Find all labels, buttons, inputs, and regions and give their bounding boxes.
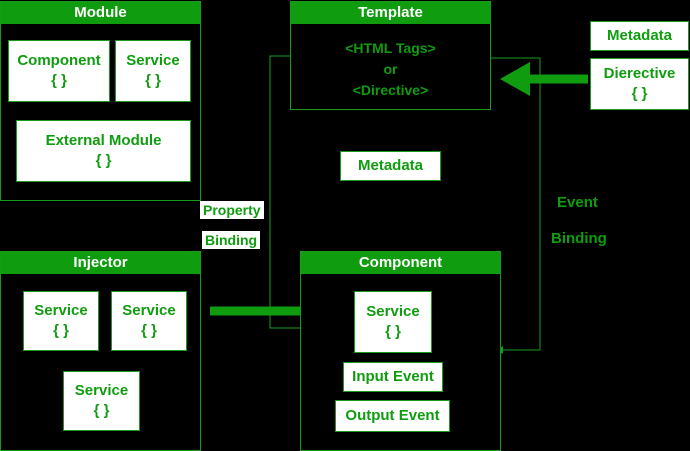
module-component-braces: { } — [51, 72, 67, 89]
metadata-mid-label: Metadata — [357, 157, 424, 174]
template-content: <HTML Tags> or <Directive> — [291, 38, 490, 101]
metadata-top-box[interactable]: Metadata — [590, 21, 689, 51]
template-title: Template — [291, 2, 490, 24]
module-service-box[interactable]: Service { } — [115, 40, 191, 102]
module-service-label: Service — [126, 52, 180, 69]
template-directive: <Directive> — [352, 82, 429, 98]
binding-label-right: Binding — [551, 230, 607, 247]
injector-title: Injector — [1, 252, 200, 274]
component-service-label: Service — [366, 303, 420, 320]
injector-service-braces: { } — [53, 322, 69, 339]
injector-service-braces: { } — [141, 322, 157, 339]
event-binding-connector — [491, 57, 541, 351]
injector-panel: Injector Service { } Service { } Service… — [0, 251, 201, 451]
module-title: Module — [1, 2, 200, 24]
module-service-braces: { } — [145, 72, 161, 89]
input-event-box[interactable]: Input Event — [343, 362, 443, 392]
module-component-box[interactable]: Component { } — [8, 40, 110, 102]
injector-service-box[interactable]: Service { } — [111, 291, 187, 351]
injector-service-box[interactable]: Service { } — [23, 291, 99, 351]
input-event-label: Input Event — [352, 368, 434, 385]
template-html-tags: <HTML Tags> — [345, 40, 436, 56]
directive-label: Dierective — [603, 65, 676, 82]
component-title: Component — [301, 252, 500, 274]
injector-service-label: Service — [122, 302, 176, 319]
external-module-box[interactable]: External Module { } — [16, 120, 191, 182]
external-module-braces: { } — [95, 152, 112, 169]
directive-box[interactable]: Dierective { } — [590, 58, 689, 110]
binding-label-left: Binding — [202, 231, 261, 249]
external-module-label: External Module — [45, 132, 162, 149]
metadata-mid-box[interactable]: Metadata — [340, 151, 441, 181]
template-or: or — [383, 61, 398, 77]
directive-arrowhead — [500, 62, 530, 96]
component-panel: Component Service { } Input Event Output… — [300, 251, 501, 451]
component-service-box[interactable]: Service { } — [354, 291, 432, 353]
component-service-braces: { } — [385, 323, 401, 340]
property-label: Property — [200, 201, 264, 219]
module-component-label: Component — [17, 52, 101, 69]
injector-service-label: Service — [74, 382, 129, 399]
metadata-top-label: Metadata — [606, 27, 673, 44]
property-binding-connector — [269, 55, 300, 329]
output-event-box[interactable]: Output Event — [335, 400, 450, 432]
directive-braces: { } — [631, 85, 648, 102]
injector-service-box[interactable]: Service { } — [63, 371, 140, 431]
event-label: Event — [557, 194, 598, 211]
module-panel: Module Component { } Service { } Externa… — [0, 1, 201, 201]
output-event-label: Output Event — [345, 407, 440, 424]
injector-service-braces: { } — [93, 402, 110, 419]
template-panel: Template <HTML Tags> or <Directive> — [290, 1, 491, 110]
injector-service-label: Service — [34, 302, 88, 319]
